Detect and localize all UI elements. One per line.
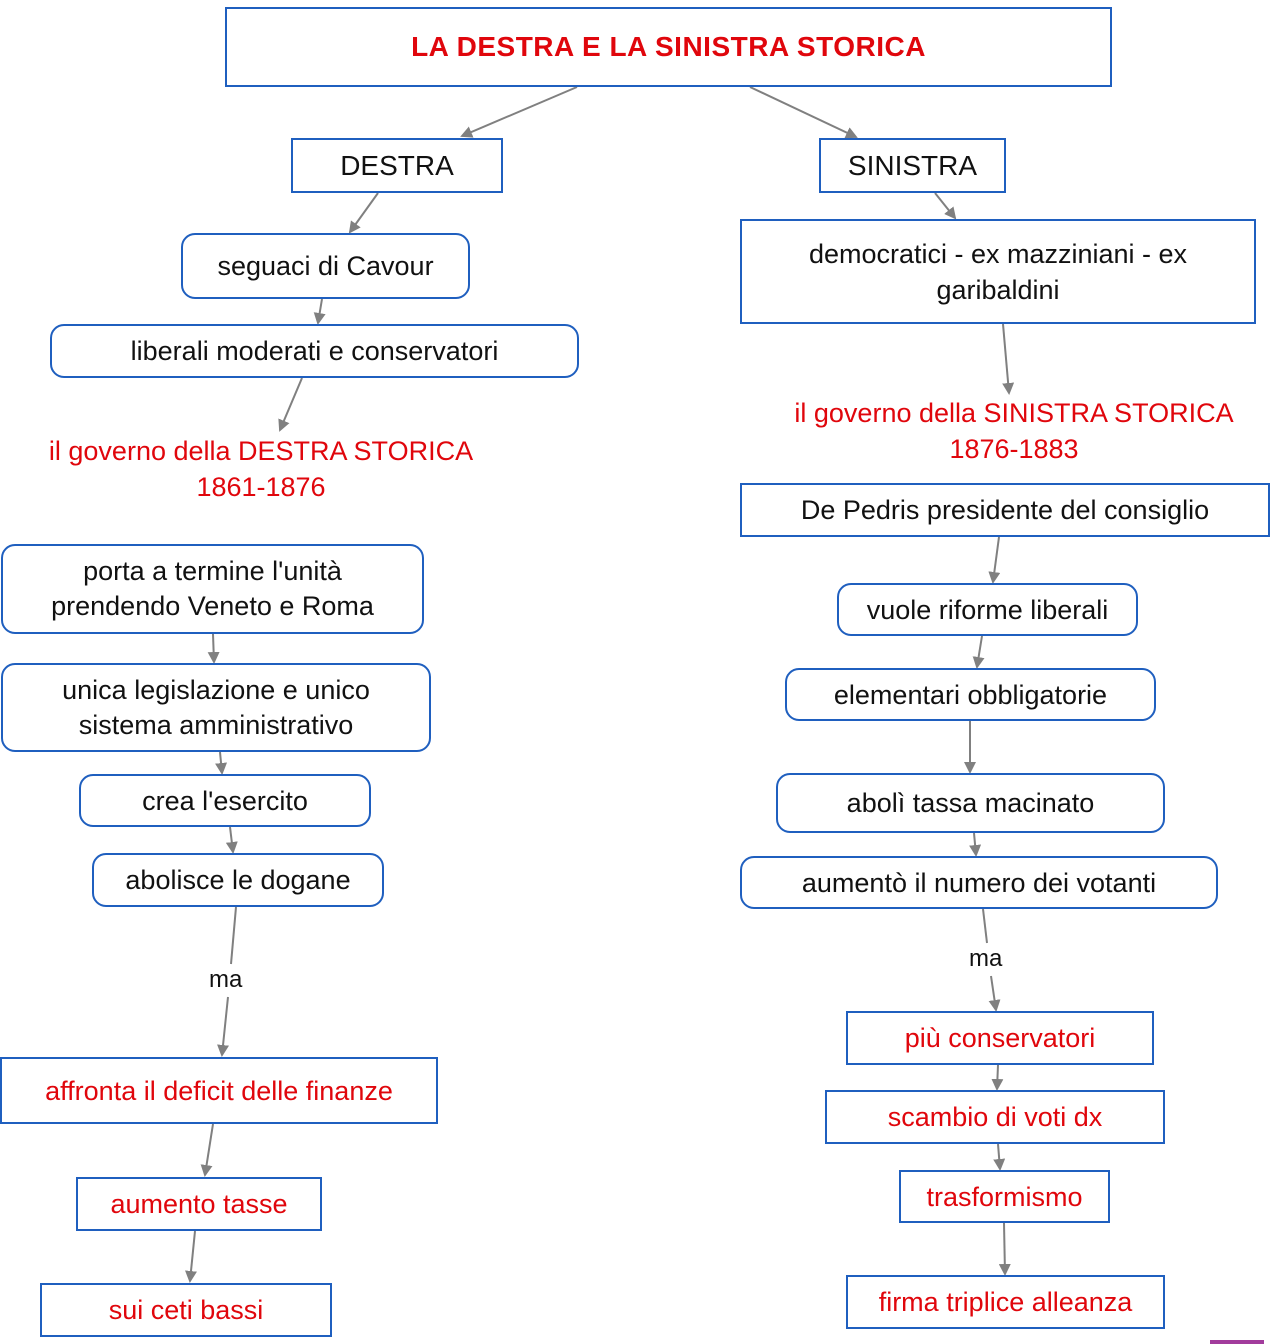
destra-cavour-node: seguaci di Cavour [181,233,470,299]
arrow-tasse-to-ceti [185,1230,197,1283]
destra-government-label: il governo della DESTRA STORICA 1861-187… [48,436,474,502]
arrow-dogane-to-ma [230,906,237,965]
arrow-deficit-to-tasse [200,1123,214,1177]
sinistra-action-riforme: vuole riforme liberali [837,583,1138,636]
arrow-legislazione-to-esercito [215,751,228,775]
arrow-unita-to-legislazione [207,633,220,664]
destra-action-unita: porta a termine l'unità prendendo Veneto… [1,544,424,634]
arrow-title-to-destra [460,86,578,138]
arrow-trasformismo-to-triplice [998,1222,1011,1276]
sinistra-node: SINISTRA [819,138,1006,193]
arrow-conservatori-to-scambio [991,1064,1004,1091]
sinistra-action-macinato: abolì tassa macinato [776,773,1165,833]
destra-liberali-node: liberali moderati e conservatori [50,324,579,378]
sinistra-action-elementari: elementari obbligatorie [785,668,1156,721]
sinistra-leader-node: De Pedris presidente del consiglio [740,483,1270,537]
map-title-text: LA DESTRA E LA SINISTRA STORICA [411,31,926,62]
destra-consequence-deficit: affronta il deficit delle finanze [0,1057,438,1124]
arrow-title-to-sinistra [749,86,858,139]
corner-decoration [1210,1340,1264,1344]
destra-link-label-ma: ma [207,966,245,994]
sinistra-consequence-trasformismo: trasformismo [899,1170,1110,1223]
sinistra-action-votanti: aumentò il numero dei votanti [740,856,1218,909]
arrow-destra-to-cavour [348,192,379,234]
sinistra-consequence-scambio: scambio di voti dx [825,1090,1165,1144]
sinistra-consequence-conservatori: più conservatori [846,1011,1154,1065]
map-title: LA DESTRA E LA SINISTRA STORICA [225,7,1112,87]
arrow-liberali-to-governo [278,377,303,432]
destra-consequence-tasse: aumento tasse [76,1177,322,1231]
sinistra-democratici-node: democratici - ex mazziniani - ex garibal… [740,219,1256,324]
arrow-ma-to-conservatori [988,975,1001,1012]
destra-node: DESTRA [291,138,503,193]
arrow-votanti-to-ma [982,908,988,944]
arrow-macinato-to-votanti [969,832,982,857]
arrow-esercito-to-dogane [225,826,238,854]
destra-consequence-ceti: sui ceti bassi [40,1283,332,1337]
arrow-cavour-to-liberali [313,298,326,325]
arrow-sinistra-to-democratici [934,192,957,220]
arrow-scambio-to-trasformismo [993,1143,1006,1171]
destra-action-dogane: abolisce le dogane [92,853,384,907]
sinistra-government-label: il governo della SINISTRA STORICA 1876-1… [794,398,1234,464]
arrow-depedris-to-riforme [988,536,1001,584]
destra-action-legislazione: unica legislazione e unico sistema ammin… [1,663,431,752]
sinistra-link-label-ma: ma [967,945,1005,973]
arrow-riforme-to-elementari [972,635,985,669]
sinistra-consequence-triplice: firma triplice alleanza [846,1275,1165,1329]
arrow-ma-to-deficit [217,996,229,1057]
arrow-democratici-to-governo [1002,323,1015,395]
destra-action-esercito: crea l'esercito [79,774,371,827]
